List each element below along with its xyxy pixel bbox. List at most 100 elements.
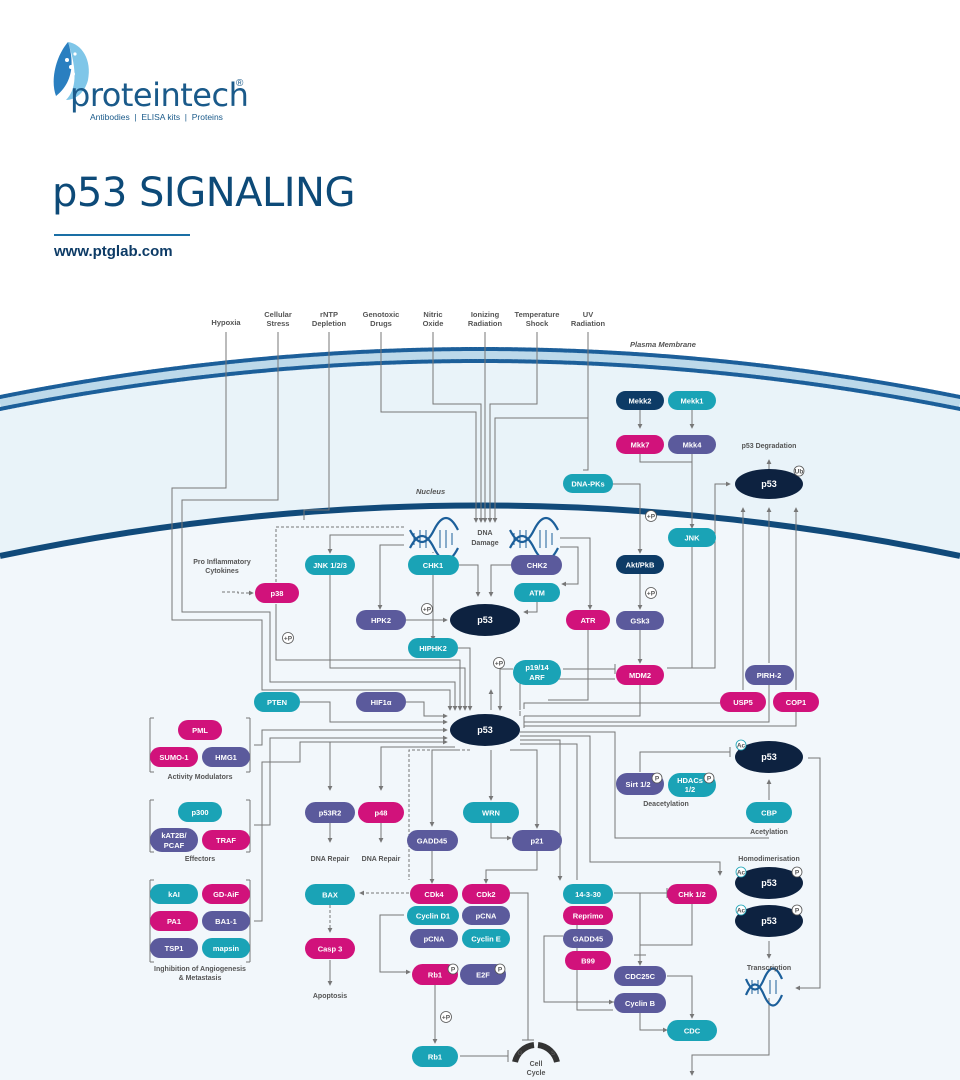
svg-text:MDM2: MDM2 xyxy=(629,671,651,680)
node-kat2b-pcaf[interactable]: kAT2B/PCAF xyxy=(150,828,198,852)
svg-text:p53R2: p53R2 xyxy=(319,809,342,818)
node-cyclin-b[interactable]: Cyclin B xyxy=(614,993,666,1013)
svg-text:TSP1: TSP1 xyxy=(165,944,184,953)
node-kai[interactable]: kAI xyxy=(150,884,198,904)
node-gsk3[interactable]: GSk3 xyxy=(616,611,664,630)
node-pcna-2[interactable]: pCNA xyxy=(410,929,458,948)
node-gadd45[interactable]: GADD45 xyxy=(407,830,458,851)
nucleus-area xyxy=(0,505,960,1080)
node-hmg1[interactable]: HMG1 xyxy=(202,747,250,767)
node-jnk123[interactable]: JNK 1/2/3 xyxy=(305,555,355,575)
node-mdm2[interactable]: MDM2 xyxy=(616,665,664,685)
acetylation-label: Acetylation xyxy=(750,829,788,836)
node-sumo1[interactable]: SUMO-1 xyxy=(150,747,198,767)
node-p53r2[interactable]: p53R2 xyxy=(305,802,355,823)
node-chk12[interactable]: CHk 1/2 xyxy=(667,884,717,904)
node-hpk2[interactable]: HPK2 xyxy=(356,610,406,630)
svg-text:p300: p300 xyxy=(191,808,208,817)
node-p53-upper[interactable]: p53 xyxy=(450,604,520,636)
node-atr[interactable]: ATR xyxy=(566,610,610,630)
node-14-3-3[interactable]: 14-3-30 xyxy=(563,884,613,904)
node-e2f[interactable]: E2F xyxy=(460,964,506,985)
svg-text:GD-AiF: GD-AiF xyxy=(213,890,239,899)
node-usp5[interactable]: USP5 xyxy=(720,692,766,712)
stimulus-ionizing-line1: Ionizing xyxy=(471,310,500,319)
svg-text:p19/14: p19/14 xyxy=(525,663,549,672)
node-pml[interactable]: PML xyxy=(178,720,222,740)
node-reprimo[interactable]: Reprimo xyxy=(563,906,613,925)
dna-repair-label-1: DNA Repair xyxy=(311,856,350,863)
svg-text:HIPHK2: HIPHK2 xyxy=(419,644,447,653)
node-gd-aif[interactable]: GD-AiF xyxy=(202,884,250,904)
node-p53-dimer-b[interactable]: p53 xyxy=(735,905,803,937)
node-chk1[interactable]: CHK1 xyxy=(408,555,459,575)
svg-text:p53: p53 xyxy=(761,479,777,489)
node-mkk4[interactable]: Mkk4 xyxy=(668,435,716,454)
website-link[interactable]: www.ptglab.com xyxy=(54,243,173,260)
node-cyclin-d1[interactable]: Cyclin D1 xyxy=(407,906,459,925)
svg-text:pCNA: pCNA xyxy=(424,935,445,944)
svg-text:BA1-1: BA1-1 xyxy=(215,917,237,926)
node-cbp[interactable]: CBP xyxy=(746,802,792,823)
ac-badge-icon: Ac xyxy=(735,739,747,751)
node-atm[interactable]: ATM xyxy=(514,583,560,602)
p53-degradation-label: p53 Degradation xyxy=(742,443,797,450)
node-p38[interactable]: p38 xyxy=(255,583,299,603)
node-pcna[interactable]: pCNA xyxy=(462,906,510,925)
svg-text:Sirt 1/2: Sirt 1/2 xyxy=(625,780,650,789)
node-dnapks[interactable]: DNA-PKs xyxy=(563,474,613,493)
node-p53-acetylated[interactable]: p53 xyxy=(735,741,803,773)
node-cdk4[interactable]: CDk4 xyxy=(410,884,458,904)
node-rb1[interactable]: Rb1 xyxy=(412,1046,458,1067)
node-cyclin-e[interactable]: Cyclin E xyxy=(462,929,510,948)
stimulus-rntp-line1: rNTP xyxy=(320,310,338,319)
svg-text:p53: p53 xyxy=(761,752,777,762)
node-pirh2[interactable]: PIRH-2 xyxy=(745,665,794,685)
node-tsp1[interactable]: TSP1 xyxy=(150,938,198,958)
node-pten[interactable]: PTEN xyxy=(254,692,300,712)
node-p21[interactable]: p21 xyxy=(512,830,562,851)
node-rb1-phospho[interactable]: Rb1 xyxy=(412,964,458,985)
node-mekk1[interactable]: Mekk1 xyxy=(668,391,716,410)
node-mkk7[interactable]: Mkk7 xyxy=(616,435,664,454)
node-hif1a[interactable]: HIF1α xyxy=(356,692,406,712)
node-akt-pkb[interactable]: Akt/PkB xyxy=(616,555,664,574)
node-wrn[interactable]: WRN xyxy=(463,802,519,823)
node-pa1[interactable]: PA1 xyxy=(150,911,198,931)
node-bax[interactable]: BAX xyxy=(305,884,355,905)
node-jnk[interactable]: JNK xyxy=(668,528,716,547)
node-p53-central[interactable]: p53 xyxy=(450,714,520,746)
node-hiphk2[interactable]: HIPHK2 xyxy=(408,638,458,658)
svg-text:CDC: CDC xyxy=(684,1027,701,1036)
node-cdc[interactable]: CDC xyxy=(667,1020,717,1041)
svg-text:+P: +P xyxy=(647,514,656,521)
svg-text:Mkk7: Mkk7 xyxy=(631,441,650,450)
plus-p-badge-icon: +P xyxy=(645,510,657,522)
stimulus-genotoxic-line2: Drugs xyxy=(370,319,392,328)
node-chk2[interactable]: CHK2 xyxy=(511,555,562,575)
svg-text:+P: +P xyxy=(647,591,656,598)
svg-text:Akt/PkB: Akt/PkB xyxy=(626,561,655,570)
node-p300[interactable]: p300 xyxy=(178,802,222,822)
node-gadd45-b[interactable]: GADD45 xyxy=(563,929,613,948)
protein-nodes: Mekk2 Mekk1 Mkk7 Mkk4 DNA-PKs JNK Akt/Pk… xyxy=(150,391,819,1067)
node-p53-degradation[interactable]: p53 xyxy=(735,469,803,499)
node-mekk2[interactable]: Mekk2 xyxy=(616,391,664,410)
pro-inflammatory-label: Pro Inflammatory xyxy=(193,559,251,566)
plus-p-badge-icon: +P xyxy=(421,603,433,615)
node-p48[interactable]: p48 xyxy=(358,802,404,823)
node-b99[interactable]: B99 xyxy=(565,951,611,970)
svg-text:ARF: ARF xyxy=(529,673,545,682)
svg-text:P: P xyxy=(795,908,800,915)
node-cdc25c[interactable]: CDC25C xyxy=(614,966,666,986)
node-cdk2[interactable]: CDk2 xyxy=(462,884,510,904)
node-ba1-1[interactable]: BA1-1 xyxy=(202,911,250,931)
svg-text:P: P xyxy=(655,776,660,783)
node-traf[interactable]: TRAF xyxy=(202,830,250,850)
stimulus-temperature-line2: Shock xyxy=(526,319,549,328)
node-mapsin[interactable]: mapsin xyxy=(202,938,250,958)
node-p53-dimer-a[interactable]: p53 xyxy=(735,867,803,899)
node-casp3[interactable]: Casp 3 xyxy=(305,938,355,959)
node-cop1[interactable]: COP1 xyxy=(773,692,819,712)
